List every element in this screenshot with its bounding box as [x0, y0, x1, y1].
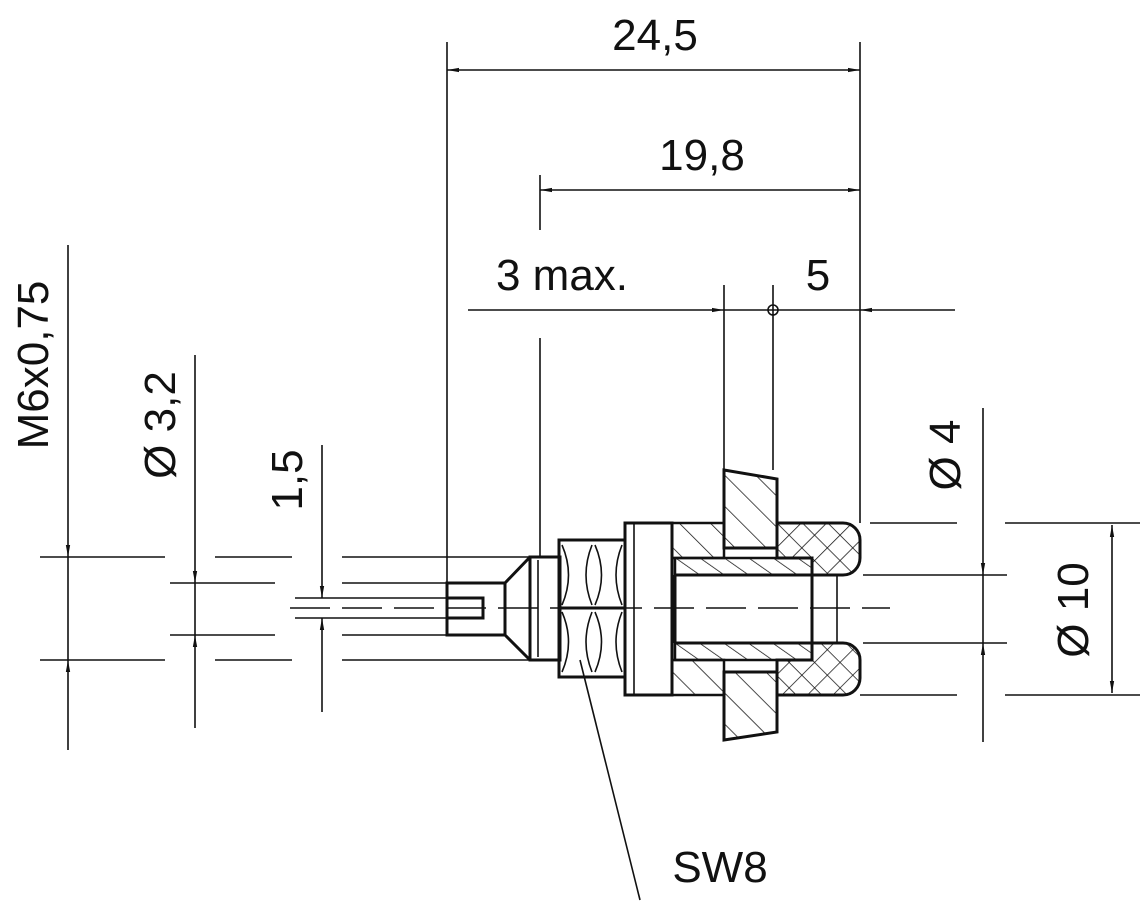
socket-part: [445, 468, 862, 742]
dim-body-length: 19,8: [659, 131, 745, 180]
dimension-lines: [65, 67, 1115, 750]
dim-overall-length: 24,5: [612, 11, 698, 60]
dim-panel-thickness: 3 max.: [496, 251, 628, 300]
dim-head-diameter: Ø 10: [1049, 562, 1098, 657]
dim-tab-width: 1,5: [263, 449, 312, 510]
dim-thread: M6x0,75: [9, 281, 58, 450]
dim-tab-diameter: Ø 3,2: [136, 371, 185, 479]
dim-bore-diameter: Ø 4: [921, 420, 970, 491]
dim-wrench-size: SW8: [672, 843, 767, 892]
dim-front-length: 5: [806, 251, 830, 300]
extension-lines: [40, 42, 1140, 901]
